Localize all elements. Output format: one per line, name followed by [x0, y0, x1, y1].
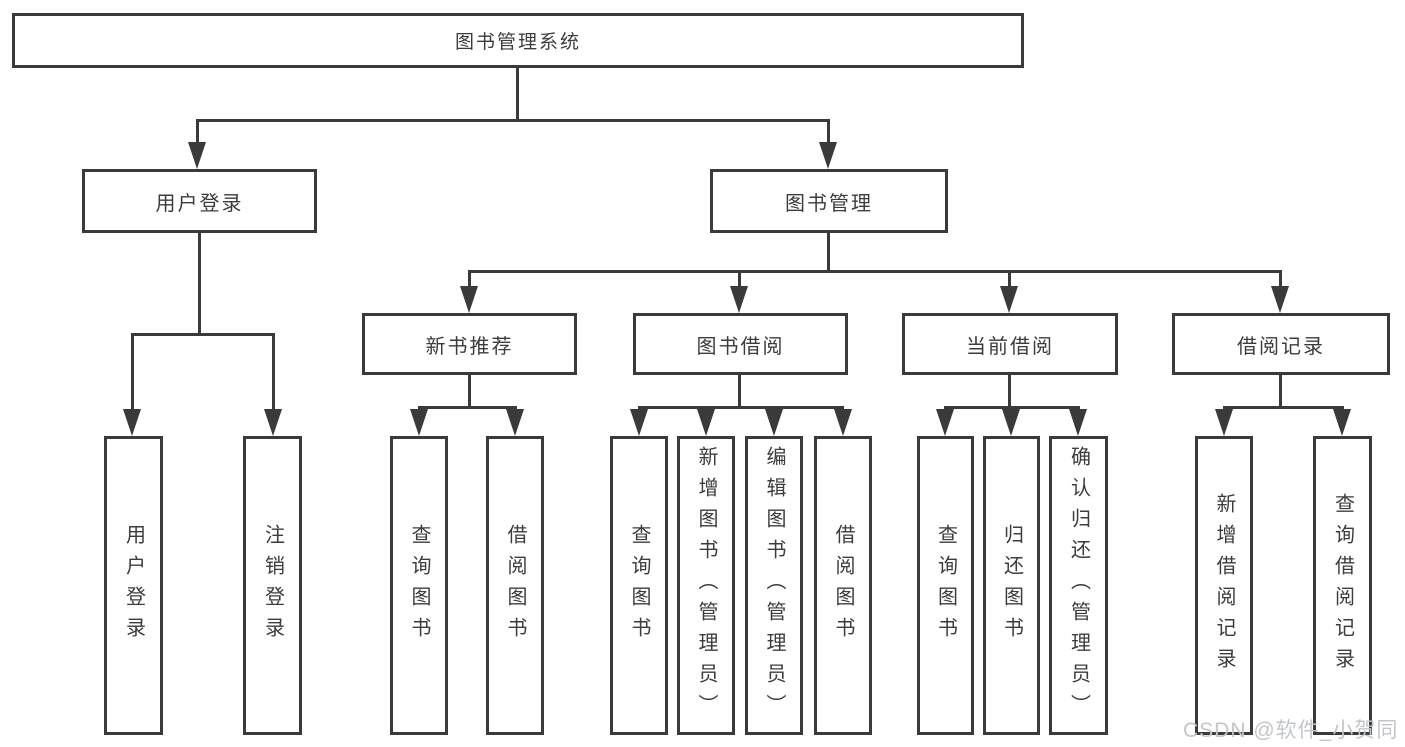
arrowhead-icon: [188, 142, 206, 169]
node-root: 图书管理系统: [12, 13, 1024, 68]
connector-line: [738, 375, 741, 409]
arrowhead-icon: [834, 409, 852, 436]
leaf-query-borrow-record: 查询借阅记录: [1313, 436, 1372, 735]
arrowhead-icon: [1333, 409, 1351, 436]
leaf-user-login: 用户登录: [104, 436, 163, 735]
node-user-login-branch: 用户登录: [82, 169, 317, 233]
connector-line: [827, 119, 830, 145]
leaf-user-login-label: 用户登录: [122, 523, 145, 648]
connector-line: [516, 68, 519, 119]
connector-line: [1008, 270, 1011, 289]
node-user-login-branch-label: 用户登录: [155, 192, 244, 215]
node-book-borrow: 图书借阅: [633, 313, 848, 375]
leaf-borrow-books: 借阅图书: [814, 436, 872, 735]
connector-line: [418, 406, 517, 409]
arrowhead-icon: [506, 409, 524, 436]
connector-line: [272, 333, 275, 411]
arrowhead-icon: [1069, 409, 1087, 436]
leaf-current-query-books: 查询图书: [917, 436, 974, 735]
leaf-recommend-query-books-label: 查询图书: [408, 523, 430, 648]
arrowhead-icon: [765, 409, 783, 436]
node-current-borrow-label: 当前借阅: [966, 335, 1054, 358]
connector-line: [638, 406, 844, 409]
connector-line: [198, 233, 201, 336]
leaf-query-borrow-record-label: 查询借阅记录: [1331, 492, 1354, 679]
node-borrow-records-label: 借阅记录: [1237, 335, 1325, 358]
leaf-confirm-return-admin-label: 确认归还（管理员）: [1067, 446, 1090, 725]
arrowhead-icon: [264, 409, 282, 436]
leaf-recommend-borrow-books: 借阅图书: [486, 436, 544, 735]
leaf-logout: 注销登录: [243, 436, 302, 735]
connector-line: [1279, 270, 1282, 289]
arrowhead-icon: [697, 409, 715, 436]
leaf-logout-label: 注销登录: [261, 523, 284, 648]
connector-line: [131, 333, 134, 411]
connector-line: [1279, 375, 1282, 409]
node-new-book-recommend: 新书推荐: [362, 313, 577, 375]
connector-line: [196, 119, 830, 122]
arrowhead-icon: [410, 409, 428, 436]
connector-line: [469, 270, 1282, 273]
node-current-borrow: 当前借阅: [902, 313, 1118, 375]
arrowhead-icon: [730, 286, 748, 313]
leaf-edit-books-admin-label: 编辑图书（管理员）: [763, 446, 785, 725]
node-root-label: 图书管理系统: [454, 32, 581, 53]
node-new-book-recommend-label: 新书推荐: [425, 335, 514, 358]
arrowhead-icon: [123, 409, 141, 436]
leaf-return-books: 归还图书: [983, 436, 1040, 735]
arrowhead-icon: [936, 409, 954, 436]
connector-line: [944, 406, 1080, 409]
leaf-current-query-books-label: 查询图书: [934, 523, 957, 648]
leaf-recommend-borrow-books-label: 借阅图书: [504, 523, 526, 648]
leaf-add-books-admin-label: 新增图书（管理员）: [695, 446, 717, 725]
arrowhead-icon: [1271, 286, 1289, 313]
leaf-edit-books-admin: 编辑图书（管理员）: [745, 436, 803, 735]
leaf-borrow-query-books: 查询图书: [610, 436, 668, 735]
arrowhead-icon: [630, 409, 648, 436]
arrowhead-icon: [819, 142, 837, 169]
leaf-recommend-query-books: 查询图书: [390, 436, 448, 735]
connector-line: [468, 270, 471, 289]
connector-line: [1223, 406, 1344, 409]
arrowhead-icon: [460, 286, 478, 313]
node-book-management-branch-label: 图书管理: [785, 192, 873, 215]
node-book-borrow-label: 图书借阅: [696, 335, 785, 358]
csdn-watermark: CSDN @软件_小贺同学: [1183, 719, 1399, 742]
arrowhead-icon: [1000, 286, 1018, 313]
connector-line: [468, 375, 471, 409]
leaf-borrow-query-books-label: 查询图书: [628, 523, 650, 648]
leaf-add-borrow-record-label: 新增借阅记录: [1213, 492, 1235, 679]
arrowhead-icon: [1215, 409, 1233, 436]
connector-line: [827, 233, 830, 273]
connector-line: [131, 333, 275, 336]
connector-line: [1008, 375, 1011, 409]
leaf-borrow-books-label: 借阅图书: [832, 523, 854, 648]
connector-line: [738, 270, 741, 289]
arrowhead-icon: [1002, 409, 1020, 436]
leaf-return-books-label: 归还图书: [1000, 523, 1023, 648]
leaf-confirm-return-admin: 确认归还（管理员）: [1049, 436, 1108, 735]
node-book-management-branch: 图书管理: [710, 169, 948, 233]
leaf-add-books-admin: 新增图书（管理员）: [677, 436, 735, 735]
leaf-add-borrow-record: 新增借阅记录: [1195, 436, 1253, 735]
node-borrow-records: 借阅记录: [1172, 313, 1390, 375]
connector-line: [196, 119, 199, 145]
